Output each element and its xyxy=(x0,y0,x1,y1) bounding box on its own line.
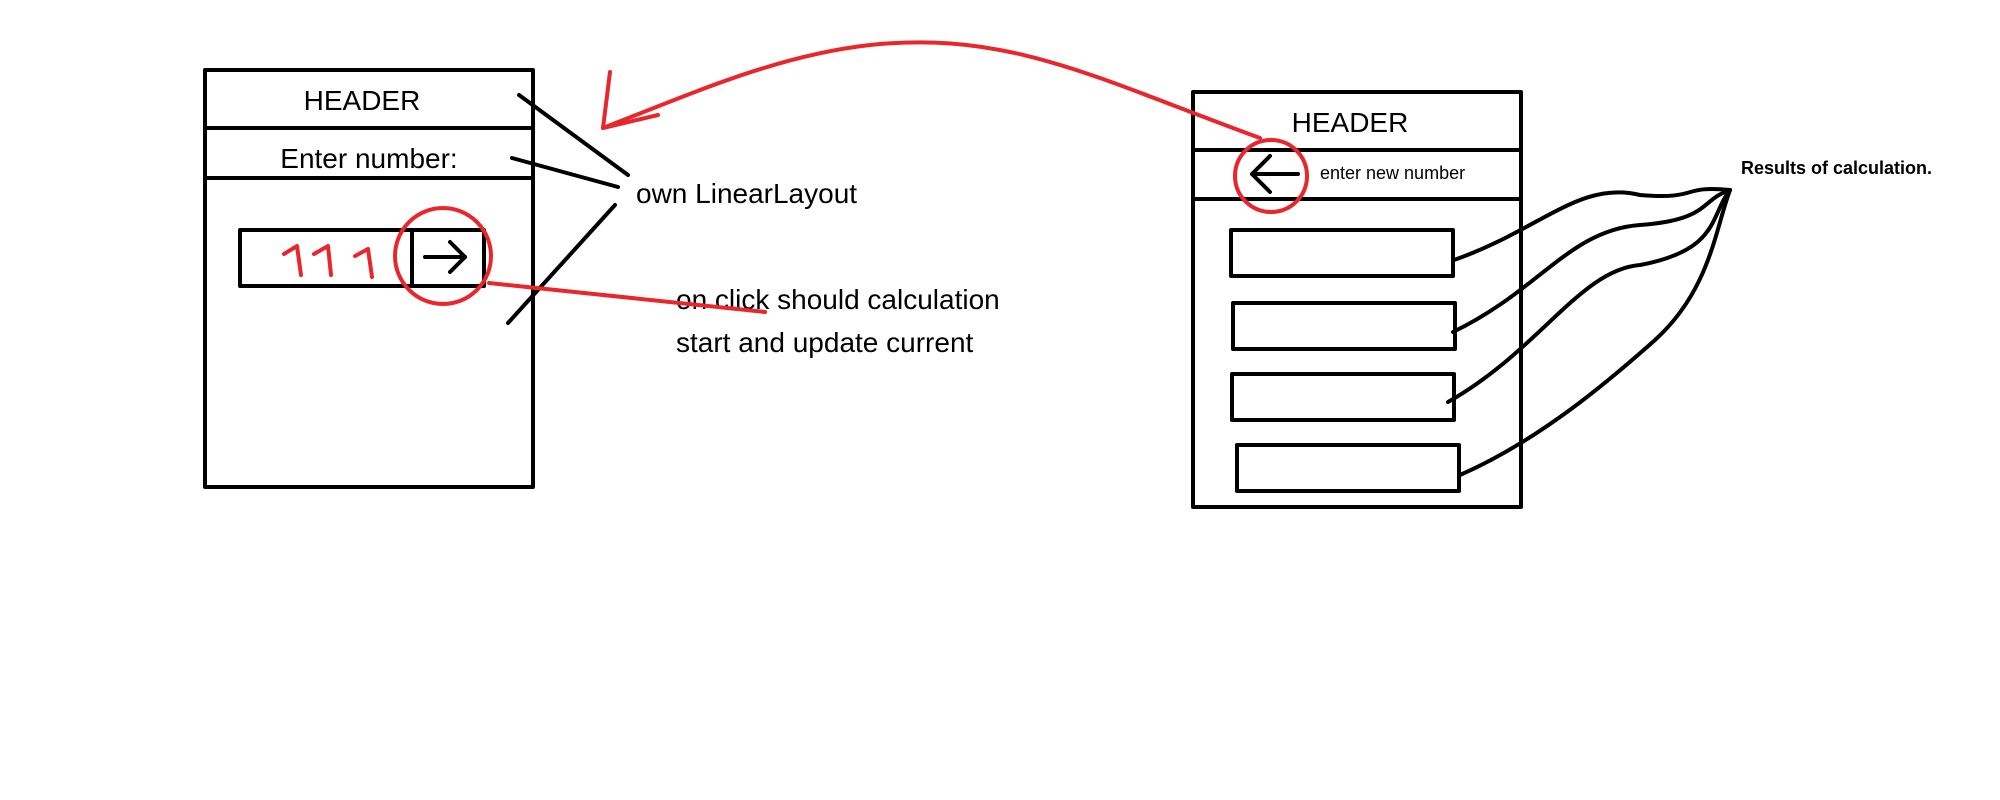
results-connector-2 xyxy=(1451,188,1732,334)
back-highlight-circle xyxy=(1233,138,1309,214)
results-connectors xyxy=(1446,186,1732,477)
input-value-glyphs xyxy=(282,244,374,279)
result-row-1 xyxy=(1229,228,1455,278)
on-click-pointer-line xyxy=(487,281,767,314)
navigation-arrowhead xyxy=(601,70,660,130)
on-click-annotation-line1: on click should calculation xyxy=(676,284,1000,315)
linear-layout-annotation: own LinearLayout xyxy=(636,178,857,209)
left-screen xyxy=(203,68,535,489)
left-screen-frame xyxy=(203,68,535,489)
right-screen-frame xyxy=(1191,90,1523,509)
arrow-left-icon[interactable] xyxy=(1250,154,1300,194)
on-click-annotation-line2: start and update current xyxy=(676,327,974,358)
right-header-label: HEADER xyxy=(1292,107,1409,138)
results-annotation: Results of calculation. xyxy=(1741,158,1932,178)
result-row-4 xyxy=(1235,443,1461,493)
submit-button[interactable] xyxy=(410,228,486,288)
results-connector-1 xyxy=(1452,186,1732,262)
left-prompt-label: Enter number: xyxy=(280,143,457,174)
results-connector-4 xyxy=(1458,188,1732,477)
back-label: enter new number xyxy=(1320,163,1465,183)
connector-header xyxy=(517,93,630,177)
arrow-right-icon[interactable] xyxy=(423,240,467,274)
number-input-box[interactable] xyxy=(238,228,414,288)
left-header-label: HEADER xyxy=(304,85,421,116)
navigation-flow-arrow xyxy=(601,40,1262,140)
connector-content xyxy=(506,203,617,325)
connector-prompt xyxy=(510,156,620,189)
submit-highlight-circle xyxy=(393,206,493,306)
linear-layout-connectors xyxy=(506,93,630,325)
result-row-3 xyxy=(1230,372,1456,422)
results-connector-3 xyxy=(1446,188,1732,404)
result-row-2 xyxy=(1231,301,1457,351)
